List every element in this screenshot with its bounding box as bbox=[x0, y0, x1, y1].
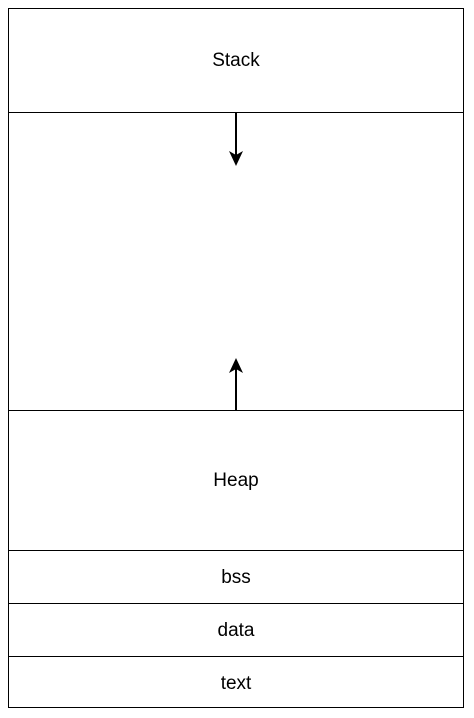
stack-segment: Stack bbox=[9, 9, 463, 113]
heap-segment: Heap bbox=[9, 411, 463, 551]
text-segment: text bbox=[9, 657, 463, 709]
memory-layout-diagram: Stack Heap bss data text bbox=[8, 8, 464, 708]
free-space-segment bbox=[9, 113, 463, 411]
data-label: data bbox=[217, 619, 255, 641]
bss-label: bss bbox=[221, 566, 251, 588]
heap-label: Heap bbox=[213, 470, 259, 491]
bss-segment: bss bbox=[9, 551, 463, 604]
text-label: text bbox=[220, 672, 252, 694]
stack-label: Stack bbox=[212, 50, 260, 71]
data-segment: data bbox=[9, 604, 463, 657]
